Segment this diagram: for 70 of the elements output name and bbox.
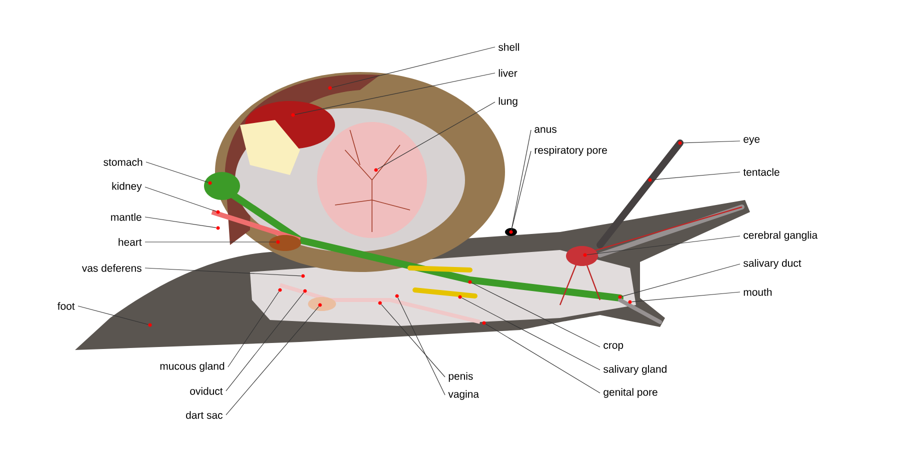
leader-line xyxy=(485,324,600,394)
part-label: liver xyxy=(498,69,518,77)
leader-line xyxy=(632,292,740,302)
part-label: eye xyxy=(744,137,760,145)
leader-line xyxy=(228,291,280,368)
leader-line xyxy=(652,172,740,180)
leader-line xyxy=(144,268,302,276)
point-marker xyxy=(678,141,682,145)
leader-line xyxy=(471,282,600,348)
leader-line xyxy=(226,306,320,416)
leader-line xyxy=(381,304,446,378)
part-label: oviduct xyxy=(190,387,223,395)
part-label: kidney xyxy=(112,182,142,192)
part-label: penis xyxy=(448,372,473,382)
point-marker xyxy=(583,253,587,257)
point-marker xyxy=(374,168,378,172)
leader-line xyxy=(144,186,216,212)
point-marker xyxy=(148,323,152,327)
part-label: mucous gland xyxy=(160,362,224,372)
point-marker xyxy=(278,288,282,292)
part-label: lung xyxy=(498,97,518,107)
leader-line xyxy=(332,46,496,88)
part-label: crop xyxy=(604,343,624,351)
part-label: salivary gland xyxy=(604,365,666,375)
part-label: heart xyxy=(118,238,142,246)
leader-line xyxy=(146,162,208,183)
point-marker xyxy=(482,321,486,325)
leader-line xyxy=(461,298,600,370)
part-label: vagina xyxy=(448,390,479,400)
part-label: foot xyxy=(58,302,75,310)
part-label: dart sac xyxy=(186,411,223,419)
point-marker xyxy=(328,86,332,90)
part-label: stomach xyxy=(104,158,142,166)
point-marker xyxy=(378,301,382,305)
part-label: anus xyxy=(534,127,556,133)
point-marker xyxy=(395,294,399,298)
point-marker xyxy=(276,240,280,244)
point-marker xyxy=(458,295,462,299)
point-marker xyxy=(509,230,513,234)
point-marker xyxy=(301,274,305,278)
leader-line xyxy=(144,216,216,228)
leader-line xyxy=(294,72,496,115)
part-label: shell xyxy=(498,43,519,51)
part-label: mantle xyxy=(111,213,142,221)
leader-line xyxy=(511,150,532,230)
part-label: mouth xyxy=(744,288,772,296)
part-label: vas deferens xyxy=(82,264,142,272)
leader-line xyxy=(226,292,304,392)
leader-line xyxy=(398,297,446,396)
leader-line xyxy=(682,140,740,144)
point-marker xyxy=(648,178,652,182)
point-marker xyxy=(208,181,212,185)
point-marker xyxy=(216,226,220,230)
leader-line xyxy=(622,264,740,297)
point-marker xyxy=(468,280,472,284)
leader-line xyxy=(586,236,740,256)
point-marker xyxy=(291,113,295,117)
part-label: cerebral ganglia xyxy=(744,231,818,241)
part-label: salivary duct xyxy=(743,259,802,269)
point-marker xyxy=(318,303,322,307)
point-marker xyxy=(618,295,622,299)
part-label: tentacle xyxy=(743,168,780,176)
leader-line xyxy=(78,306,148,325)
point-marker xyxy=(216,210,220,214)
leader-line xyxy=(377,102,496,170)
point-marker xyxy=(303,289,307,293)
part-label: respiratory pore xyxy=(534,146,607,156)
point-marker xyxy=(628,300,632,304)
part-label: genital pore xyxy=(604,388,658,398)
leader-line xyxy=(511,130,532,230)
